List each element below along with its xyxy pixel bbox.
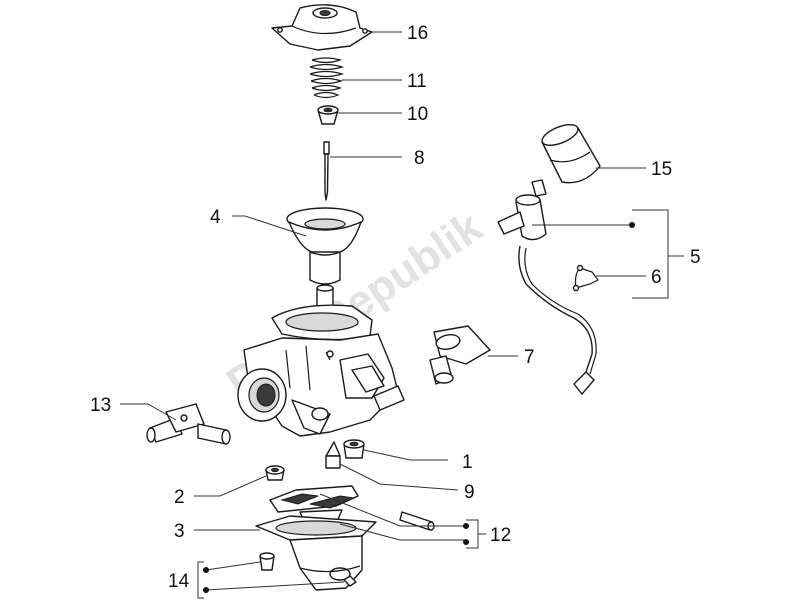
- callout-3[interactable]: 3: [174, 521, 185, 542]
- leader-lines: [120, 31, 684, 599]
- part-16-top-cover[interactable]: [271, 4, 373, 51]
- part-13-fitting[interactable]: [146, 403, 231, 445]
- callout-16[interactable]: 16: [407, 23, 428, 44]
- part-10-retainer[interactable]: [317, 105, 339, 125]
- carburetor-body[interactable]: [237, 284, 405, 437]
- callout-10[interactable]: 10: [407, 104, 428, 125]
- callout-8[interactable]: 8: [414, 148, 425, 169]
- callout-5[interactable]: 5: [690, 247, 701, 268]
- callout-2[interactable]: 2: [174, 487, 185, 508]
- part-9-float-needle[interactable]: [325, 441, 341, 469]
- part-7-lever[interactable]: [429, 325, 491, 385]
- part-12-float-pin[interactable]: [399, 511, 435, 531]
- part-6-clip[interactable]: [572, 264, 599, 292]
- callout-15[interactable]: 15: [651, 159, 672, 180]
- callout-4[interactable]: 4: [210, 207, 221, 228]
- callout-6[interactable]: 6: [651, 267, 662, 288]
- part-4-diaphragm-slide[interactable]: [286, 207, 364, 285]
- part-1-jet[interactable]: [343, 439, 365, 459]
- callout-labels: 16 11 10 8 15 4 5 6 7 13 1 9 2 12 3 14: [90, 23, 701, 592]
- callout-11[interactable]: 11: [407, 71, 427, 92]
- part-8-needle[interactable]: [323, 141, 330, 201]
- callout-14[interactable]: 14: [168, 571, 190, 592]
- part-11-spring[interactable]: [309, 57, 345, 99]
- part-3-float-bowl[interactable]: [255, 515, 377, 591]
- part-14-screws[interactable]: [259, 552, 357, 587]
- part-5-auto-choke[interactable]: [497, 179, 597, 395]
- part-15-rubber-cap[interactable]: [539, 120, 601, 184]
- callout-1[interactable]: 1: [462, 452, 473, 473]
- callout-12[interactable]: 12: [490, 525, 511, 546]
- callout-9[interactable]: 9: [464, 482, 475, 503]
- part-2-screw[interactable]: [265, 465, 285, 481]
- callout-13[interactable]: 13: [90, 395, 111, 416]
- callout-7[interactable]: 7: [524, 347, 535, 368]
